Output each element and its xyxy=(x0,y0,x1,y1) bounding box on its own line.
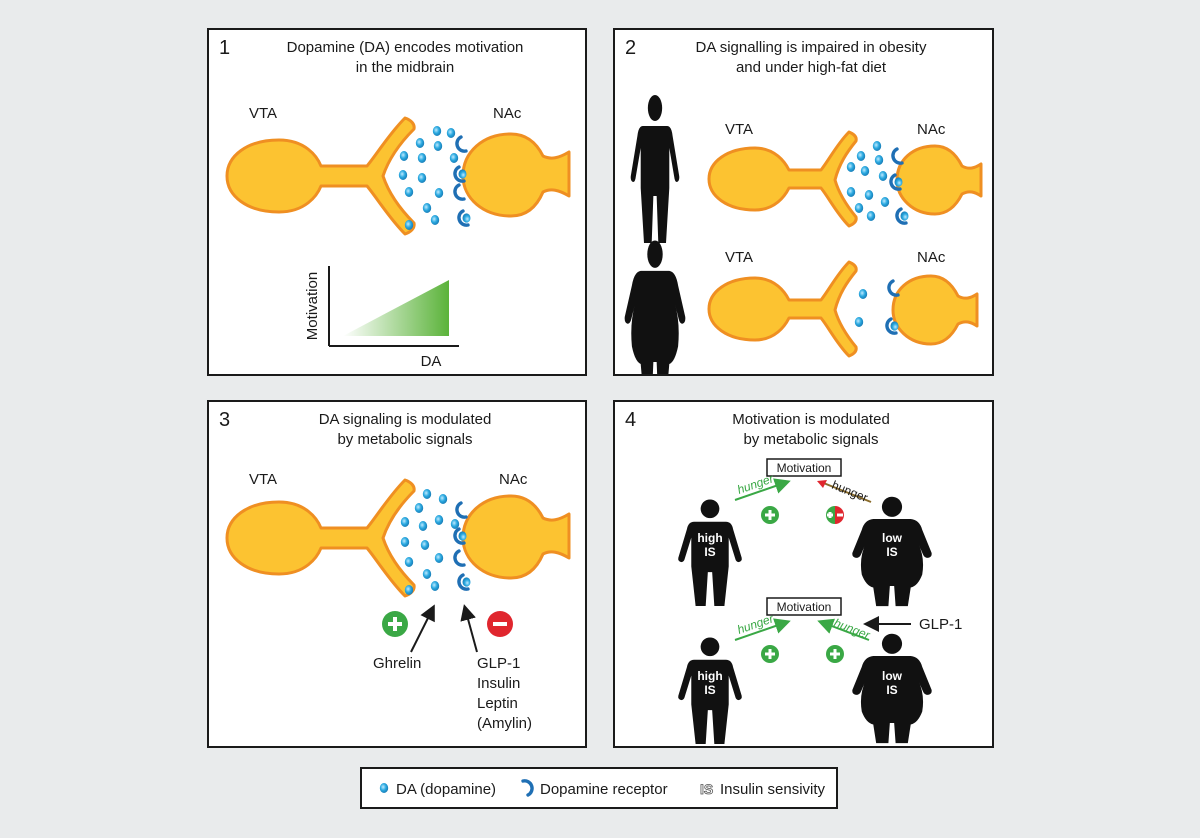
panel-2: 2 DA signalling is impaired in obesity a… xyxy=(613,28,994,376)
motivation-box-bottom xyxy=(766,597,842,616)
obese-person-icon xyxy=(624,240,686,374)
motivation-label-bottom: Motivation xyxy=(777,600,832,614)
obese-is-text1-bottom: low xyxy=(882,669,903,683)
legend-is-label: Insulin sensivity xyxy=(720,781,826,798)
panel-3: 3 DA signaling is modulated by metabolic… xyxy=(207,400,587,748)
signal-insulin: Insulin xyxy=(477,675,520,692)
panel-1: 1 Dopamine (DA) encodes motivation in th… xyxy=(207,28,587,376)
panel-title-line2: in the midbrain xyxy=(356,59,454,76)
motivation-box-top xyxy=(766,458,842,477)
nac-label: NAc xyxy=(499,471,528,488)
panel-1-diagram: 1 Dopamine (DA) encodes motivation in th… xyxy=(219,37,571,370)
lean-is-text2-bottom: IS xyxy=(704,683,715,697)
plus-icon-bottom-left xyxy=(761,645,779,663)
signal-amylin: (Amylin) xyxy=(477,715,532,732)
hunger-arrow-obese-top xyxy=(820,481,872,503)
lean-is-text1-bottom: high xyxy=(697,669,722,683)
lean-is-text1-top: high xyxy=(697,531,722,545)
nac-neuron-bottom xyxy=(891,274,979,346)
dopamine-molecules-top xyxy=(846,141,890,221)
obese-is-text2-top: IS xyxy=(886,545,897,559)
lean-person-icon xyxy=(630,95,680,243)
signal-glp1: GLP-1 xyxy=(477,655,520,672)
x-axis-label: DA xyxy=(421,353,442,370)
minus-icon xyxy=(487,611,513,637)
vta-neuron-bottom xyxy=(707,260,858,358)
ghrelin-arrow xyxy=(410,604,435,653)
panel-title-line1: Dopamine (DA) encodes motivation xyxy=(287,39,524,56)
hunger-arrow-lean-bottom xyxy=(734,618,791,641)
panel-3-diagram: 3 DA signaling is modulated by metabolic… xyxy=(219,409,571,732)
panel-4: 4 Motivation is modulated by metabolic s… xyxy=(613,400,994,748)
hunger-arrowhead-obese-top xyxy=(817,480,827,488)
nac-neuron-top xyxy=(895,144,983,216)
y-axis-label: Motivation xyxy=(304,272,321,340)
vta-label: VTA xyxy=(249,471,277,488)
nac-neuron xyxy=(461,494,571,580)
panel-title-line2: by metabolic signals xyxy=(743,431,878,448)
panel-number: 3 xyxy=(219,409,230,431)
dopamine-molecules-bottom xyxy=(854,289,868,327)
obese-is-text2-bottom: IS xyxy=(886,683,897,697)
ghrelin-label: Ghrelin xyxy=(373,655,421,672)
panel-4-diagram: 4 Motivation is modulated by metabolic s… xyxy=(625,409,962,744)
vta-neuron xyxy=(225,478,416,598)
obese-is-text1-top: low xyxy=(882,531,903,545)
vta-label-top: VTA xyxy=(725,121,753,138)
lean-is-text2-top: IS xyxy=(704,545,715,559)
panel-number: 2 xyxy=(625,37,636,59)
plus-icon-top xyxy=(761,506,779,524)
nac-label-top: NAc xyxy=(917,121,946,138)
plus-icon-bottom-right xyxy=(826,645,844,663)
legend-is-symbol: IS xyxy=(700,781,713,797)
legend: DA (dopamine) Dopamine receptor IS Insul… xyxy=(360,767,838,809)
motivation-graph: Motivation DA xyxy=(304,266,459,370)
panel-number: 4 xyxy=(625,409,636,431)
nac-neuron xyxy=(461,132,571,218)
motivation-ramp xyxy=(343,280,449,336)
hunger-arrow-obese-bottom xyxy=(817,618,870,641)
panel-title-line2: and under high-fat diet xyxy=(736,59,887,76)
plus-minus-icon-top xyxy=(826,506,844,524)
hunger-label-obese-bottom: hunger xyxy=(832,616,873,643)
panel-number: 1 xyxy=(219,37,230,59)
legend-dopamine-label: DA (dopamine) xyxy=(396,781,496,798)
vta-label: VTA xyxy=(249,105,277,122)
panel-title-line2: by metabolic signals xyxy=(337,431,472,448)
panel-2-diagram: 2 DA signalling is impaired in obesity a… xyxy=(624,37,983,374)
vta-neuron xyxy=(225,116,416,236)
glp1-label: GLP-1 xyxy=(919,616,962,633)
dopamine-icon xyxy=(379,783,389,793)
vta-label-bottom: VTA xyxy=(725,249,753,266)
legend-receptor-label: Dopamine receptor xyxy=(540,781,668,798)
panel-title-line1: DA signalling is impaired in obesity xyxy=(696,39,927,56)
panel-title-line1: Motivation is modulated xyxy=(732,411,890,428)
nac-label-bottom: NAc xyxy=(917,249,946,266)
receptor-icon xyxy=(521,779,534,797)
legend-content: DA (dopamine) Dopamine receptor IS Insul… xyxy=(379,779,826,798)
motivation-label-top: Motivation xyxy=(777,461,832,475)
vta-neuron-top xyxy=(707,130,858,228)
inhibitor-arrow xyxy=(460,604,478,653)
plus-icon xyxy=(382,611,408,637)
hunger-arrow-lean-top xyxy=(734,478,791,501)
panel-title-line1: DA signaling is modulated xyxy=(319,411,492,428)
hunger-label-obese-top: hunger xyxy=(830,478,870,505)
nac-label: NAc xyxy=(493,105,522,122)
signal-leptin: Leptin xyxy=(477,695,518,712)
